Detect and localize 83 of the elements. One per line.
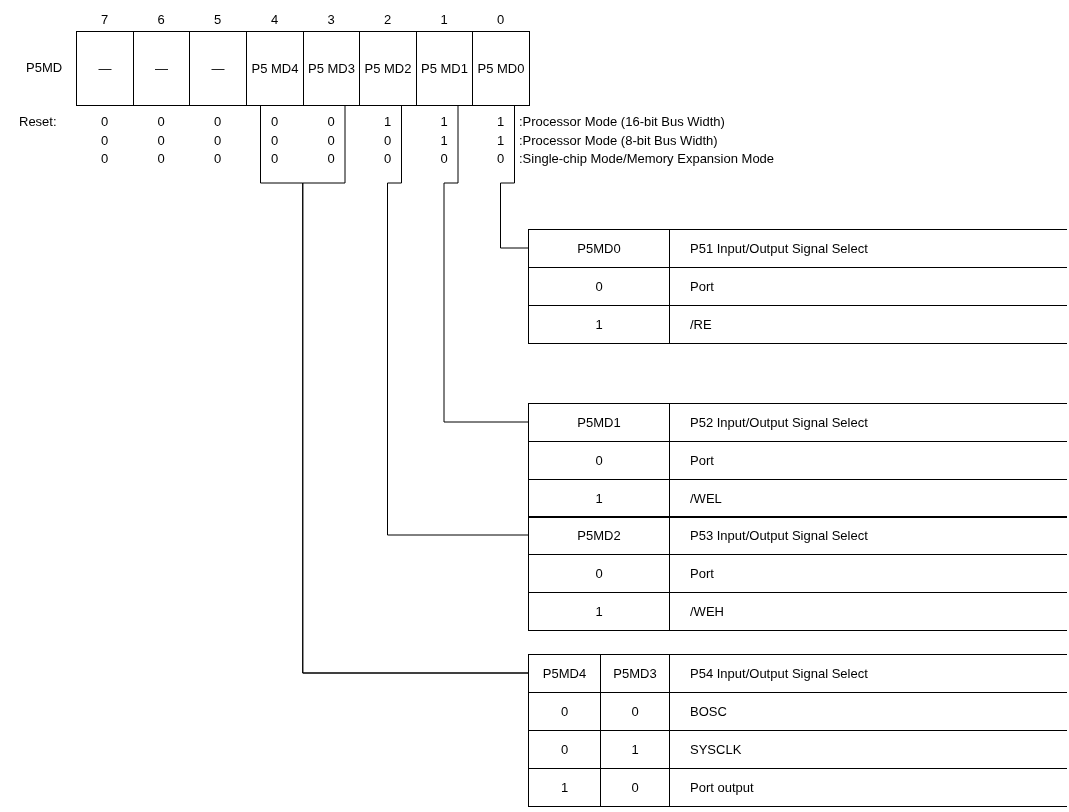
bit-number: 5 — [214, 12, 222, 28]
table-cell-text: BOSC — [690, 704, 727, 719]
register-bit-cell: P5 MD4 — [246, 31, 304, 106]
table-cell-text: SYSCLK — [690, 742, 742, 757]
reset-value: 1 — [497, 114, 505, 130]
table-cell-text: /WEH — [690, 604, 724, 619]
table-cell-text: P5MD3 — [613, 666, 657, 681]
reset-value: 0 — [101, 114, 109, 130]
setting-table — [528, 516, 1066, 631]
reset-value: 0 — [271, 151, 279, 167]
table-cell-text: 0 — [595, 453, 603, 468]
bit-number: 2 — [384, 12, 392, 28]
table-cell-text: P5MD0 — [577, 241, 621, 256]
table-cell-text: P53 Input/Output Signal Select — [690, 528, 868, 543]
table-cell-text: 0 — [560, 742, 569, 757]
table-cell-text: Port — [690, 566, 714, 581]
table-cell-text: P5MD4 — [542, 666, 587, 681]
reset-value: 0 — [327, 133, 335, 149]
mode-note: :Processor Mode (16-bit Bus Width) — [519, 114, 725, 130]
bit-number: 4 — [271, 12, 279, 28]
reset-value: 0 — [157, 151, 165, 167]
mode-note: :Single-chip Mode/Memory Expansion Mode — [519, 151, 775, 167]
bit-number: 3 — [327, 12, 335, 28]
table-cell-text: P52 Input/Output Signal Select — [690, 415, 868, 430]
table-cell-text: 0 — [595, 566, 603, 581]
reset-value: 0 — [214, 114, 222, 130]
reset-value: 0 — [271, 114, 279, 130]
table-cell-text: Port — [690, 453, 714, 468]
setting-table — [528, 654, 1066, 807]
bit-number: 6 — [157, 12, 165, 28]
leader-line — [500, 105, 529, 249]
mode-note: :Processor Mode (8-bit Bus Width) — [519, 133, 718, 149]
register-bit-cell: — — [189, 31, 247, 106]
register-bit-cell: P5 MD3 — [303, 31, 360, 106]
reset-value: 1 — [497, 133, 505, 149]
reset-value: 1 — [440, 133, 448, 149]
reset-value: 0 — [440, 151, 448, 167]
table-cell-text: 0 — [595, 279, 603, 294]
leader-line — [302, 105, 529, 674]
table-cell-text: Port output — [690, 780, 754, 795]
table-cell-text: P5MD2 — [577, 528, 621, 543]
reset-value: 0 — [214, 151, 222, 167]
reset-value: 0 — [214, 133, 222, 149]
reset-value: 0 — [157, 114, 165, 130]
register-bit-cell: — — [76, 31, 134, 106]
reset-label: Reset: — [19, 114, 57, 130]
register-bit-cell: P5 MD2 — [359, 31, 417, 106]
table-cell-text: /WEL — [690, 491, 722, 506]
table-cell-text: 0 — [631, 780, 639, 795]
reset-value: 1 — [440, 114, 448, 130]
reset-value: 0 — [384, 151, 392, 167]
table-cell-text: 1 — [595, 491, 603, 506]
bit-number: 1 — [440, 12, 448, 28]
register-bit-cell: P5 MD1 — [416, 31, 473, 106]
register-name: P5MD — [26, 60, 63, 76]
leader-line — [443, 105, 529, 423]
table-cell-text: /RE — [690, 317, 712, 332]
table-cell-text: P5MD1 — [577, 415, 621, 430]
reset-value: 0 — [271, 133, 279, 149]
table-cell-text: 1 — [560, 780, 569, 795]
table-cell-text: 1 — [631, 742, 639, 757]
leader-line — [387, 105, 529, 536]
bit-number: 7 — [101, 12, 109, 28]
reset-value: 0 — [497, 151, 505, 167]
register-bit-cell: P5 MD0 — [472, 31, 530, 106]
setting-table — [528, 229, 1066, 344]
setting-table — [528, 403, 1066, 518]
table-cell-text: 1 — [595, 317, 603, 332]
reset-value: 0 — [157, 133, 165, 149]
table-cell-text: P54 Input/Output Signal Select — [690, 666, 868, 681]
register-bit-cell: — — [133, 31, 190, 106]
table-cell-text: 0 — [631, 704, 639, 719]
bit-number: 0 — [497, 12, 505, 28]
reset-value: 1 — [384, 114, 392, 130]
table-cell-text: 0 — [560, 704, 569, 719]
table-cell-text: P51 Input/Output Signal Select — [690, 241, 868, 256]
reset-value: 0 — [101, 151, 109, 167]
reset-value: 0 — [327, 151, 335, 167]
table-cell-text: 1 — [595, 604, 603, 619]
table-cell-text: Port — [690, 279, 714, 294]
reset-value: 0 — [327, 114, 335, 130]
reset-value: 0 — [101, 133, 109, 149]
reset-value: 0 — [384, 133, 392, 149]
